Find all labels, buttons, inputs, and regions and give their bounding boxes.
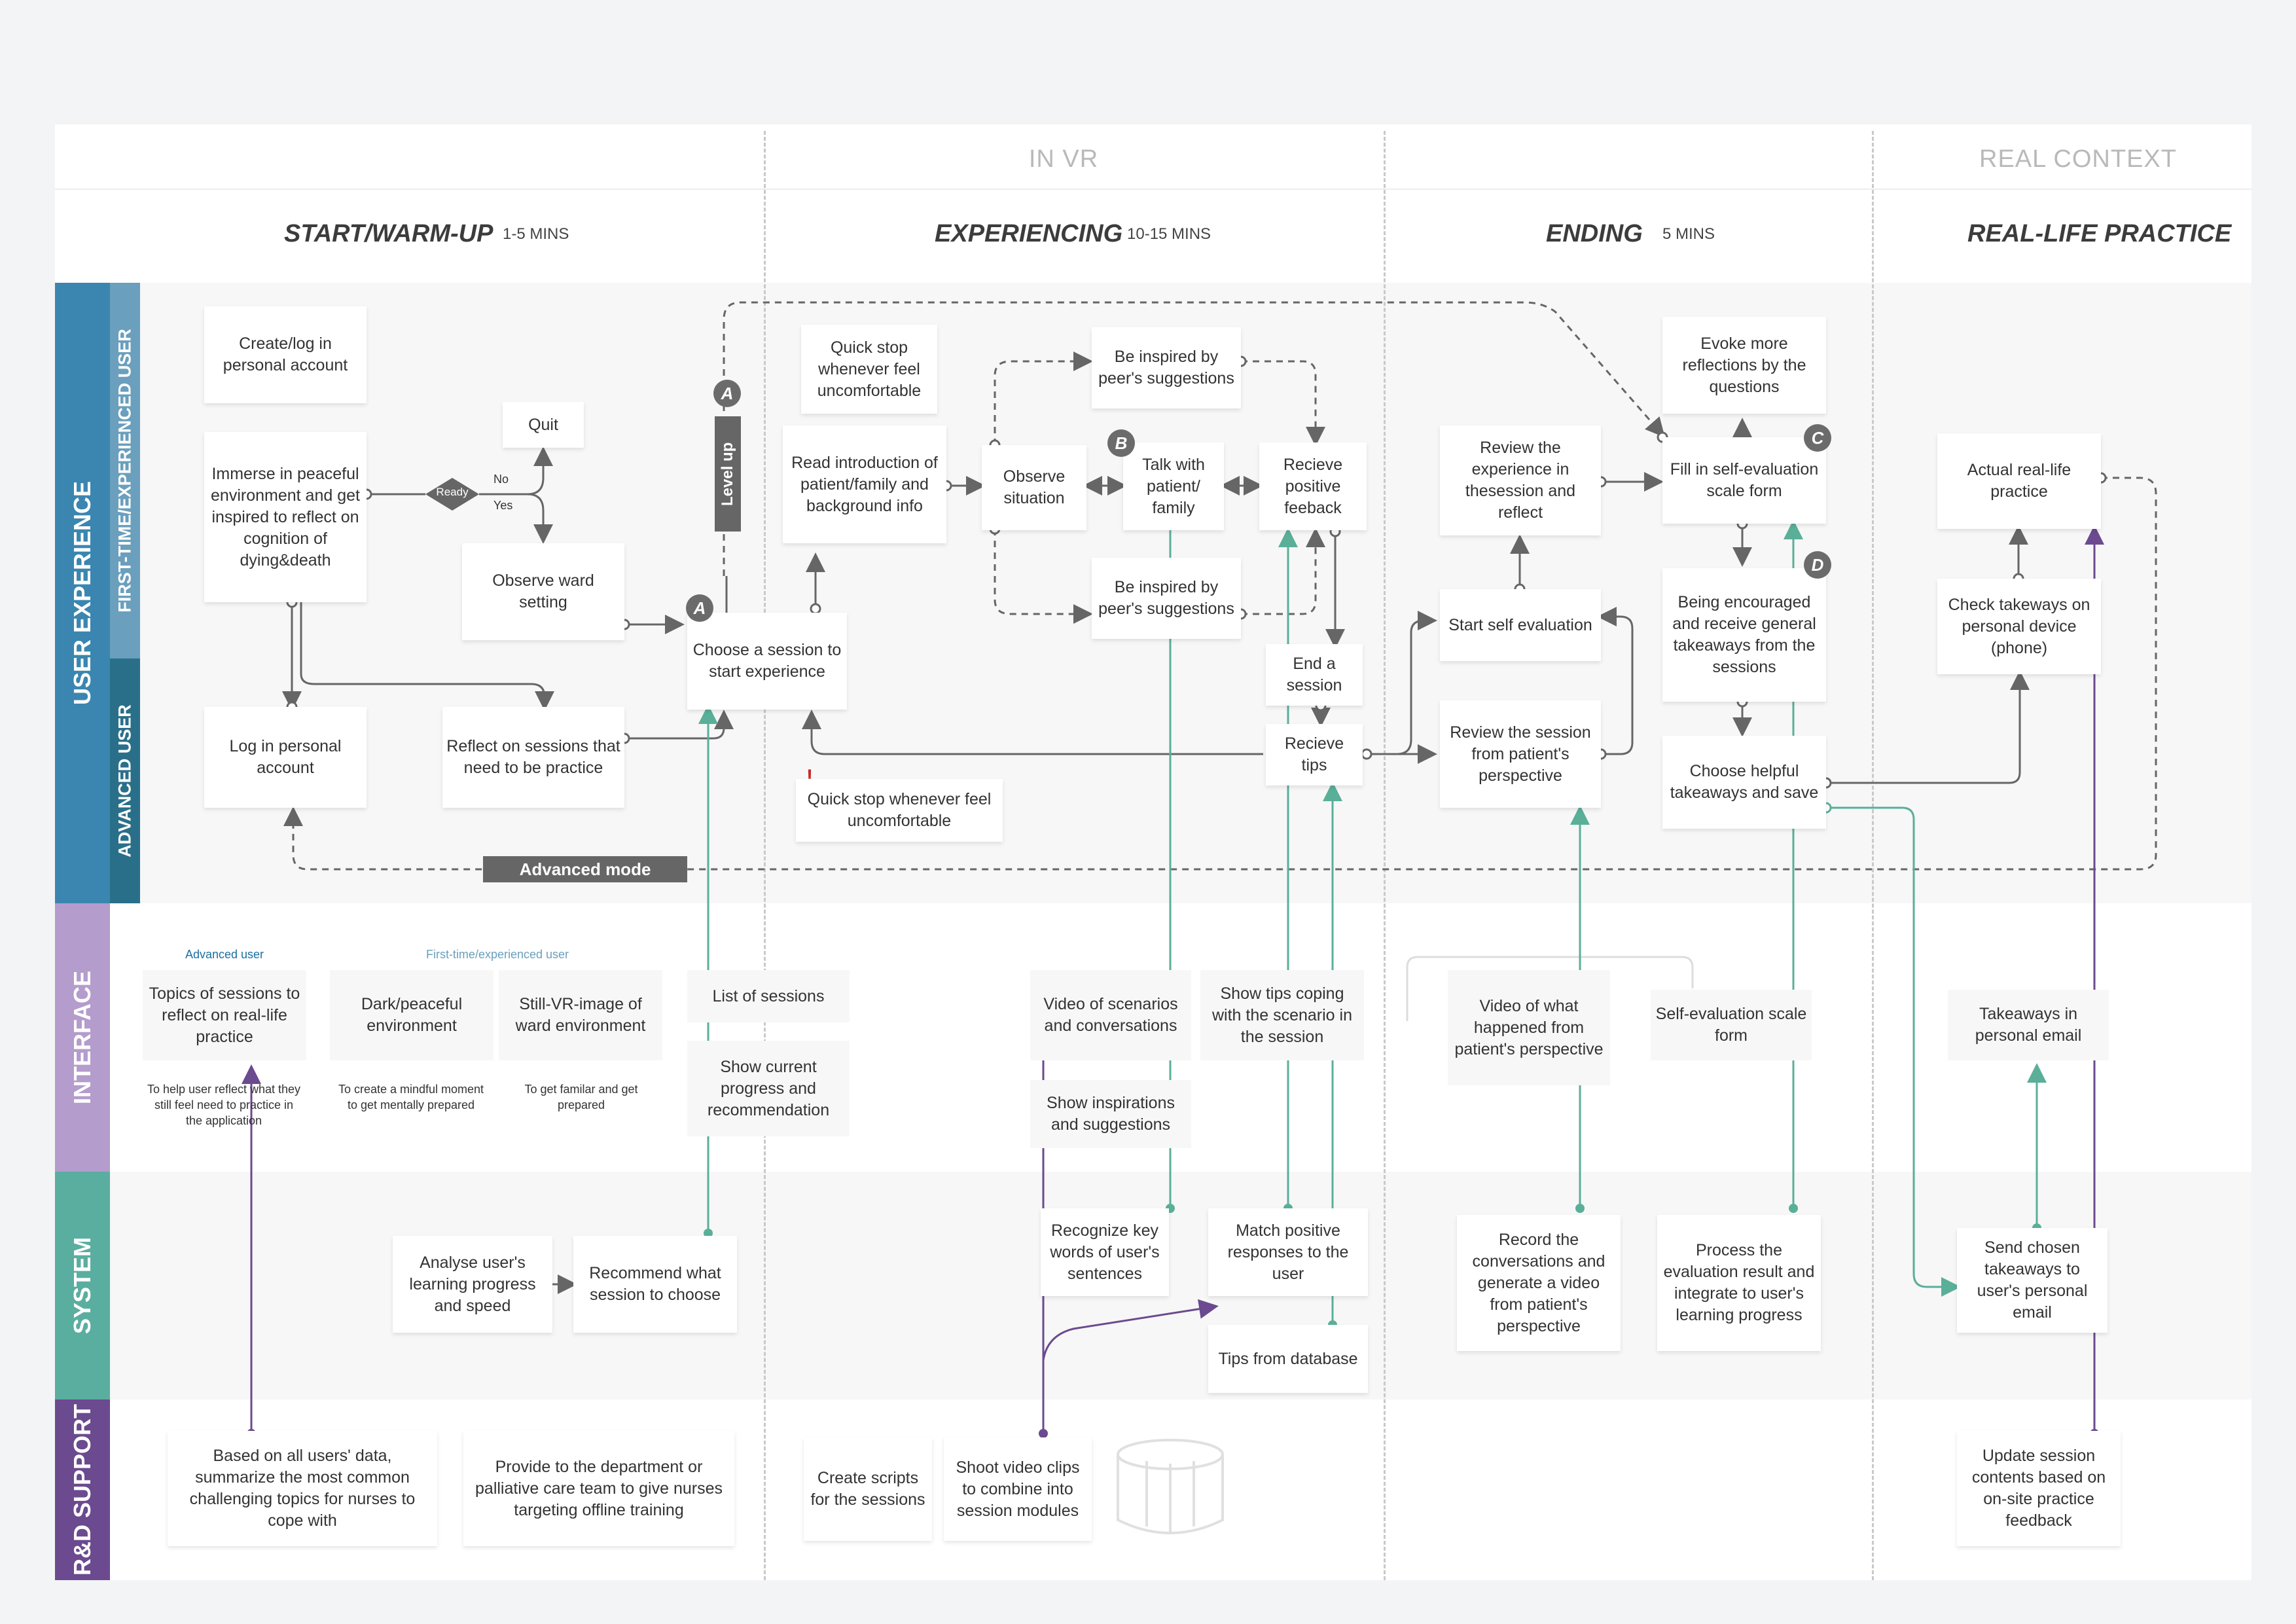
- self-eval-form-interface: Self-evaluation scale form: [1651, 990, 1812, 1060]
- phase-ending-title: ENDING: [1546, 220, 1643, 247]
- lane-user-experience: USER EXPERIENCE: [55, 283, 110, 903]
- phase-start-mins: 1-5 MINS: [503, 225, 569, 243]
- evoke-step: Evoke more reflections by the questions: [1662, 317, 1826, 414]
- phase-start-title: START/WARM-UP: [284, 220, 493, 247]
- quit-step: Quit: [503, 402, 584, 448]
- first-time-label: First-time/experienced user: [425, 948, 569, 961]
- observe-situation-step: Observe situation: [982, 445, 1086, 530]
- talk-step: Talk with patient/ family: [1123, 442, 1224, 530]
- ready-decision: Ready: [436, 486, 469, 498]
- observe-ward-step: Observe ward setting: [462, 543, 624, 640]
- header-divider: [55, 189, 2251, 190]
- review-patient-step: Review the session from patient's perspe…: [1440, 700, 1601, 808]
- real-context-label: REAL CONTEXT: [1979, 145, 2177, 173]
- badge-a-top: A: [713, 380, 741, 407]
- advanced-user-label: Advanced user: [185, 948, 264, 961]
- review-experience-step: Review the experience in thesession and …: [1440, 425, 1601, 535]
- level-up-tag: Level up: [715, 416, 741, 532]
- phase-experiencing-mins: 10-15 MINS: [1127, 225, 1211, 243]
- log-personal-step: Log in personal account: [204, 707, 367, 808]
- quick-stop-top-step: Quick stop whenever feel uncomfortable: [801, 325, 937, 414]
- lane-system: SYSTEM: [55, 1172, 110, 1399]
- analyse-system: Analyse user's learning progress and spe…: [393, 1236, 552, 1333]
- topics-interface: Topics of sessions to reflect on real-li…: [143, 970, 306, 1060]
- database-icon: [1106, 1435, 1234, 1540]
- separator-ending-practice: [1872, 131, 1874, 1580]
- lane-advanced-user: ADVANCED USER: [110, 659, 140, 903]
- topics-note: To help user reflect what they still fee…: [147, 1083, 301, 1127]
- dark-note: To create a mindful moment to get mental…: [338, 1083, 484, 1111]
- show-tips-interface: Show tips coping with the scenario in th…: [1200, 970, 1364, 1060]
- choose-session-step: Choose a session to start experience: [687, 613, 847, 710]
- separator-start-experiencing: [764, 131, 766, 1580]
- choose-takeaways-step: Choose helpful takeaways and save: [1662, 736, 1826, 829]
- dark-env-interface: Dark/peaceful environment: [330, 970, 493, 1060]
- record-system: Record the conversations and generate a …: [1457, 1215, 1621, 1351]
- fill-in-step: Fill in self-evaluation scale form: [1662, 437, 1826, 524]
- database-icon-svg: [1117, 1439, 1224, 1534]
- badge-b: B: [1107, 429, 1135, 457]
- badge-d: D: [1804, 551, 1831, 579]
- match-system: Match positive responses to the user: [1208, 1208, 1368, 1296]
- separator-experiencing-ending: [1384, 131, 1386, 1580]
- show-inspirations-interface: Show inspirations and suggestions: [1030, 1080, 1191, 1148]
- provide-rd: Provide to the department or palliative …: [463, 1431, 734, 1546]
- lane-first-time-user: FIRST-TIME/EXPERIENCED USER: [110, 283, 140, 659]
- tips-db-system: Tips from database: [1208, 1325, 1368, 1393]
- no-label: No: [493, 473, 509, 486]
- video-patient-interface: Video of what happened from patient's pe…: [1448, 970, 1610, 1085]
- inspired-top-step: Be inspired by peer's suggestions: [1092, 327, 1241, 408]
- badge-c: C: [1804, 424, 1831, 452]
- badge-a-bottom: A: [686, 594, 713, 622]
- warning-mark: !: [806, 766, 813, 787]
- quick-stop-bottom-step: Quick stop whenever feel uncomfortable: [796, 779, 1003, 842]
- lane-rd-support: R&D SUPPORT: [55, 1399, 110, 1580]
- list-sessions-interface: List of sessions: [687, 970, 850, 1022]
- advanced-mode-tag: Advanced mode: [483, 856, 687, 882]
- in-vr-label: IN VR: [1028, 145, 1099, 173]
- send-system: Send chosen takeaways to user's personal…: [1957, 1228, 2108, 1333]
- takeaways-email-interface: Takeaways in personal email: [1948, 990, 2109, 1060]
- phase-practice-title: REAL-LIFE PRACTICE: [1967, 220, 2232, 247]
- actual-practice-step: Actual real-life practice: [1937, 433, 2101, 529]
- shoot-video-rd: Shoot video clips to combine into sessio…: [944, 1437, 1092, 1541]
- reflect-sessions-step: Reflect on sessions that need to be prac…: [442, 707, 624, 808]
- show-progress-interface: Show current progress and recommendation: [687, 1041, 850, 1136]
- still-note: To get familar and get prepared: [524, 1083, 638, 1111]
- recommend-system: Recommend what session to choose: [573, 1236, 737, 1333]
- process-system: Process the evaluation result and integr…: [1657, 1215, 1821, 1351]
- update-rd: Update session contents based on on-site…: [1957, 1431, 2121, 1546]
- inspired-bottom-step: Be inspired by peer's suggestions: [1092, 558, 1241, 639]
- end-session-step: End a session: [1266, 644, 1363, 706]
- based-on-rd: Based on all users' data, summarize the …: [168, 1431, 437, 1546]
- phase-experiencing-title: EXPERIENCING: [935, 220, 1123, 247]
- check-takeaways-step: Check takeways on personal device (phone…: [1937, 579, 2101, 674]
- create-account-step: Create/log in personal account: [204, 306, 367, 403]
- receive-tips-step: Recieve tips: [1266, 724, 1363, 785]
- create-scripts-rd: Create scripts for the sessions: [804, 1437, 932, 1541]
- encouraged-step: Being encouraged and receive general tak…: [1662, 568, 1826, 702]
- immerse-step: Immerse in peaceful environment and get …: [204, 432, 367, 602]
- phase-ending-mins: 5 MINS: [1662, 225, 1715, 243]
- still-vr-interface: Still-VR-image of ward environment: [499, 970, 662, 1060]
- receive-feedback-step: Recieve positive feeback: [1259, 442, 1367, 530]
- yes-label: Yes: [493, 499, 513, 512]
- start-self-eval-step: Start self evaluation: [1440, 589, 1601, 661]
- read-intro-step: Read introduction of patient/family and …: [783, 425, 946, 543]
- video-scenarios-interface: Video of scenarios and conversations: [1030, 970, 1191, 1060]
- recognize-system: Recognize key words of user's sentences: [1041, 1208, 1169, 1296]
- lane-interface: INTERFACE: [55, 903, 110, 1172]
